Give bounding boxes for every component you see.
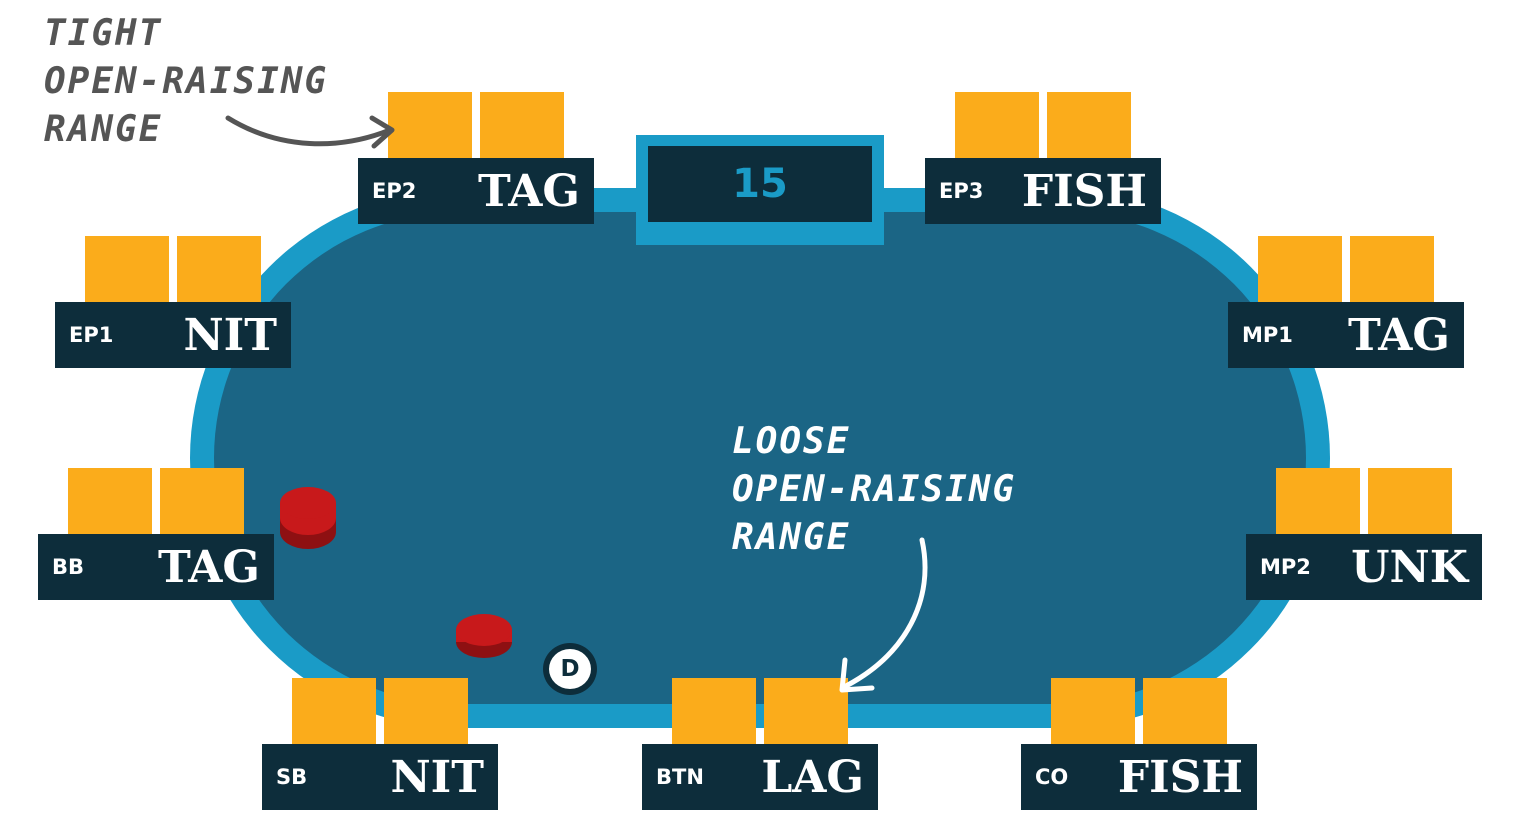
table-felt [214, 212, 1306, 704]
loose-range-annotation: LOOSE OPEN-RAISING RANGE [732, 418, 1016, 562]
hole-card [1143, 678, 1227, 744]
annotation-line: LOOSE [732, 421, 851, 462]
position-label: EP3 [939, 179, 984, 203]
hole-card [1258, 236, 1342, 302]
seat-co: CO FISH [1021, 678, 1257, 810]
player-type-label: TAG [157, 542, 260, 593]
position-label: SB [276, 765, 308, 789]
annotation-line: OPEN-RAISING [732, 469, 1017, 510]
player-type-label: LAG [761, 752, 864, 803]
seat-ep2: EP2 TAG [358, 92, 594, 224]
hole-card [1047, 92, 1131, 158]
position-label: EP2 [372, 179, 417, 203]
seat-ep1: EP1 NIT [55, 236, 291, 368]
seat-bb: BB TAG [38, 468, 274, 600]
annotation-line: RANGE [732, 517, 851, 558]
seat-plate: EP2 TAG [358, 158, 594, 224]
seat-plate: MP2 UNK [1246, 534, 1482, 600]
position-label: BTN [656, 765, 704, 789]
player-type-label: FISH [1021, 166, 1147, 217]
hole-card [292, 678, 376, 744]
player-type-label: UNK [1351, 542, 1468, 593]
hole-card [85, 236, 169, 302]
hole-card [388, 92, 472, 158]
hole-card [1368, 468, 1452, 534]
hole-card [1350, 236, 1434, 302]
seat-plate: BB TAG [38, 534, 274, 600]
player-type-label: TAG [477, 166, 580, 217]
dealer-button: D [543, 643, 597, 695]
seat-plate: CO FISH [1021, 744, 1257, 810]
seat-plate: MP1 TAG [1228, 302, 1464, 368]
seat-mp2: MP2 UNK [1246, 468, 1482, 600]
hole-card [1276, 468, 1360, 534]
tight-range-annotation: TIGHT OPEN-RAISING RANGE [44, 10, 328, 154]
seat-plate: BTN LAG [642, 744, 878, 810]
player-type-label: TAG [1347, 310, 1450, 361]
annotation-line: RANGE [44, 109, 163, 150]
seat-sb: SB NIT [262, 678, 498, 810]
hole-card [68, 468, 152, 534]
seat-ep3: EP3 FISH [925, 92, 1161, 224]
position-label: BB [52, 555, 85, 579]
hole-card [955, 92, 1039, 158]
player-type-label: NIT [183, 310, 277, 361]
seat-mp1: MP1 TAG [1228, 236, 1464, 368]
annotation-line: TIGHT [44, 13, 163, 54]
position-label: MP2 [1260, 555, 1311, 579]
position-label: EP1 [69, 323, 114, 347]
position-label: CO [1035, 765, 1069, 789]
hole-card [672, 678, 756, 744]
hole-card [1051, 678, 1135, 744]
seat-plate: EP3 FISH [925, 158, 1161, 224]
hole-card [160, 468, 244, 534]
pot-display: 15 [648, 146, 872, 222]
hole-card [480, 92, 564, 158]
seat-plate: EP1 NIT [55, 302, 291, 368]
seat-plate: SB NIT [262, 744, 498, 810]
player-type-label: NIT [390, 752, 484, 803]
annotation-line: OPEN-RAISING [44, 61, 329, 102]
hole-card [764, 678, 848, 744]
player-type-label: FISH [1117, 752, 1243, 803]
seat-btn: BTN LAG [642, 678, 878, 810]
hole-card [177, 236, 261, 302]
position-label: MP1 [1242, 323, 1293, 347]
hole-card [384, 678, 468, 744]
